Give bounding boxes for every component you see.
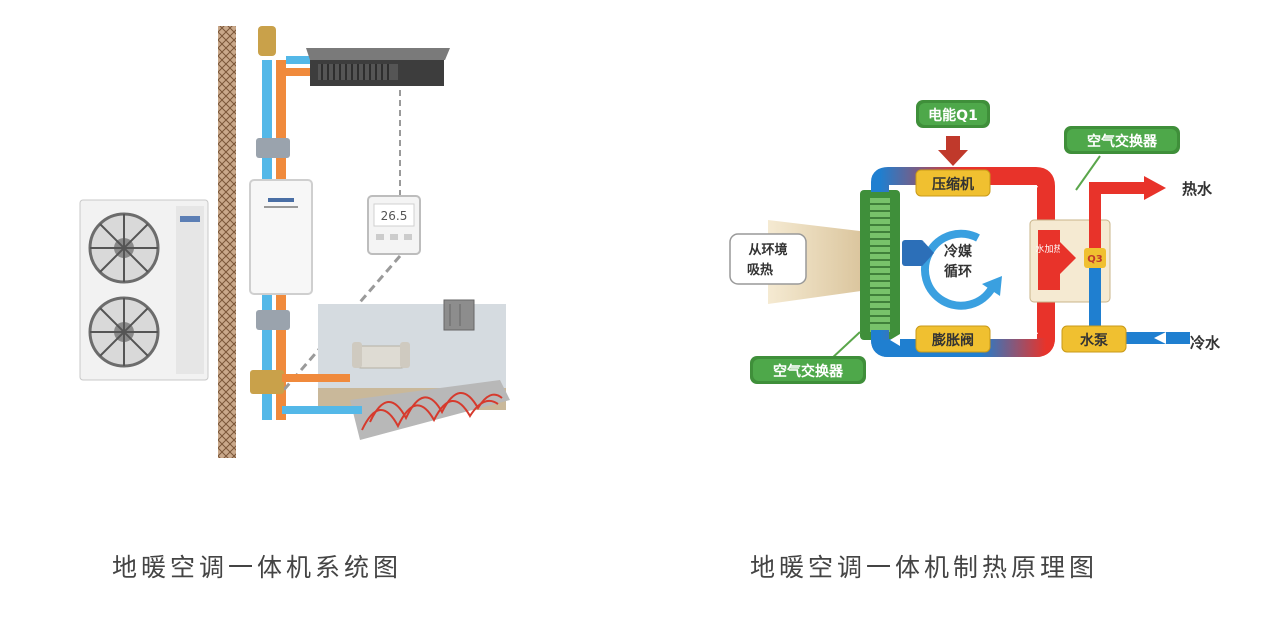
manifold: [250, 370, 284, 394]
heating-principle-caption: 地暖空调一体机制热原理图: [750, 553, 1099, 582]
flow-arrow-1: [1028, 186, 1038, 196]
floor-heating-coil: [350, 380, 510, 440]
electric-energy-label: 电能Q1: [928, 107, 978, 124]
air-exchanger-pointer-top: [1075, 155, 1101, 191]
left-air-exchanger: [860, 190, 900, 340]
heat-transfer-arrow: [902, 240, 924, 266]
heating-principle-graphic: 水加热 Q3 电能Q1 压缩机: [729, 100, 1221, 384]
flow-arrow-3: [890, 334, 900, 346]
hot-water-pipe: [1089, 182, 1146, 248]
ambient-heat-block: 从环境 吸热: [729, 233, 807, 285]
expansion-valve-label: 膨胀阀: [932, 332, 974, 349]
air-exchanger-top-block: 空气交换器: [1064, 126, 1180, 154]
hydro-module: [249, 179, 313, 295]
compressor-block: 压缩机: [915, 169, 991, 197]
valve-upper: [256, 138, 290, 158]
air-vent-valve: [258, 26, 276, 56]
ducted-indoor-unit: [286, 48, 450, 86]
wall: [218, 26, 236, 458]
ambient-heat-line1: 从环境: [748, 242, 787, 258]
water-heating-label: 水加热: [1035, 243, 1062, 255]
air-exchanger-bottom-label: 空气交换器: [773, 363, 844, 380]
refrigerant-line2: 循环: [944, 263, 972, 280]
compressor-label: 压缩机: [932, 176, 974, 193]
air-exchanger-top-label: 空气交换器: [1087, 133, 1158, 150]
water-pump-label: 水泵: [1080, 332, 1108, 349]
outdoor-unit: [79, 199, 209, 381]
heating-principle-diagram: 水加热 Q3 电能Q1 压缩机: [720, 90, 1280, 400]
circulation-arrow: [920, 229, 996, 310]
flow-arrow-2: [1028, 324, 1038, 334]
thermostat-display: 26.5: [381, 209, 408, 223]
system-diagram-graphic: 26.5: [79, 26, 510, 458]
q3-label: Q3: [1087, 254, 1103, 265]
hot-water-arrow: [1144, 176, 1166, 200]
water-pump-block: 水泵: [1061, 325, 1127, 353]
air-exchanger-pointer-bottom: [829, 331, 861, 361]
refrigerant-line1: 冷媒: [944, 243, 973, 260]
cold-water-label: 冷水: [1190, 334, 1221, 352]
system-diagram: 26.5: [70, 20, 530, 460]
system-diagram-caption: 地暖空调一体机系统图: [112, 553, 403, 582]
thermostat: 26.5: [367, 195, 421, 255]
air-exchanger-bottom-block: 空气交换器: [750, 356, 866, 384]
valve-lower: [256, 310, 290, 330]
svg-text:吸热: 吸热: [747, 262, 773, 278]
electric-energy-block: 电能Q1: [916, 100, 990, 166]
expansion-valve-block: 膨胀阀: [915, 325, 991, 353]
hot-water-label: 热水: [1182, 180, 1213, 198]
